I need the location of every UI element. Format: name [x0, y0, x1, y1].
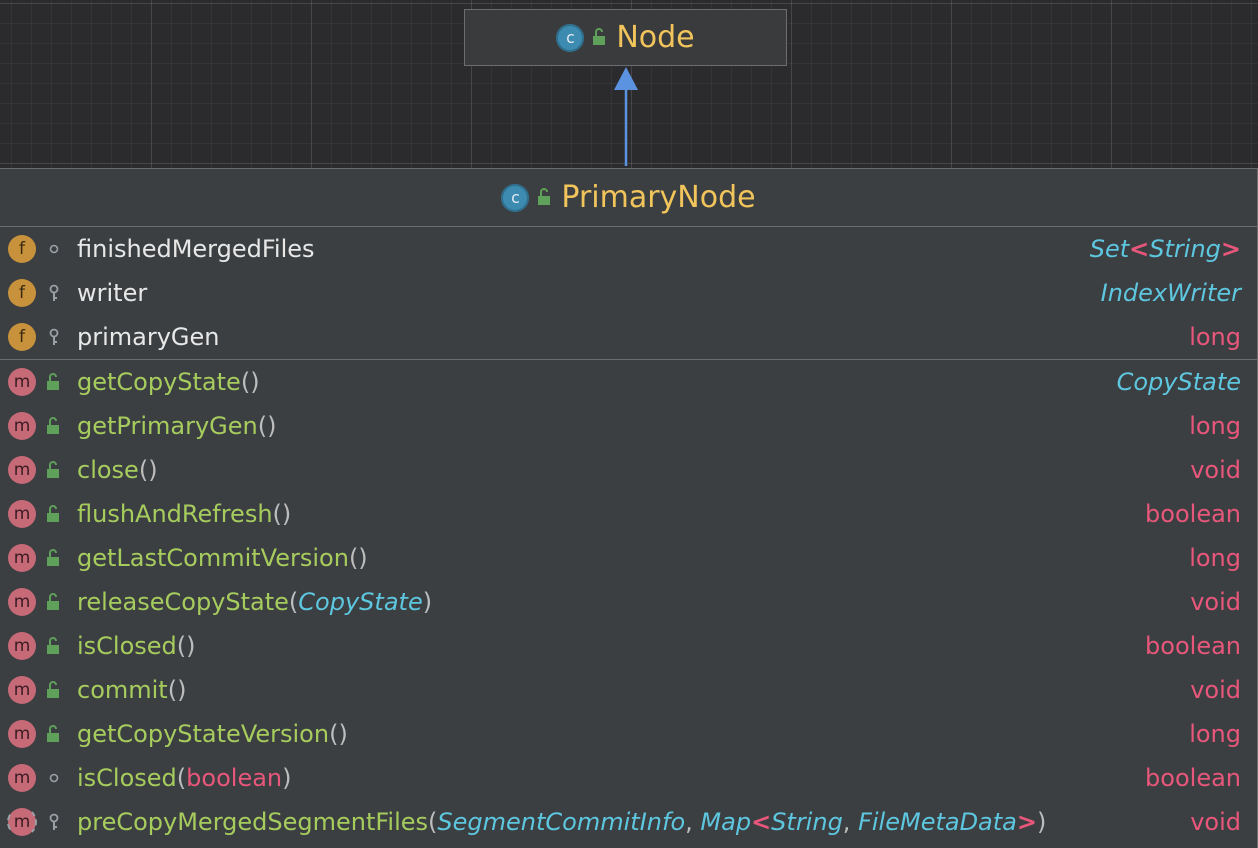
public-lock-icon	[44, 372, 64, 392]
method-row[interactable]: m releaseCopyState(CopyState) void	[0, 580, 1257, 624]
public-lock-icon	[44, 724, 64, 744]
method-return-type: void	[1190, 676, 1241, 704]
method-icon: m	[8, 500, 36, 528]
method-return-type: CopyState	[1116, 368, 1241, 396]
field-name: finishedMergedFiles	[77, 235, 315, 263]
public-lock-icon	[538, 187, 551, 205]
method-signature: isClosed(boolean)	[77, 764, 292, 792]
public-lock-icon	[593, 27, 606, 45]
method-icon: m	[8, 368, 36, 396]
field-name: primaryGen	[77, 323, 220, 351]
package-visibility-icon	[44, 768, 64, 788]
method-icon: m	[8, 632, 36, 660]
method-row[interactable]: m getCopyStateVersion() long	[0, 712, 1257, 756]
method-signature: close()	[77, 456, 158, 484]
field-type: Set<String>	[1089, 235, 1241, 263]
method-signature: commit()	[77, 676, 187, 704]
method-return-type: long	[1189, 412, 1241, 440]
field-row[interactable]: f writer IndexWriter	[0, 271, 1257, 315]
method-icon: m	[8, 456, 36, 484]
class-name: PrimaryNode	[561, 180, 756, 215]
method-signature: getLastCommitVersion()	[77, 544, 368, 572]
method-return-type: long	[1189, 544, 1241, 572]
private-visibility-icon	[44, 327, 64, 347]
method-return-type: long	[1189, 720, 1241, 748]
method-row[interactable]: m getLastCommitVersion() long	[0, 536, 1257, 580]
method-signature: getCopyState()	[77, 368, 260, 396]
public-lock-icon	[44, 416, 64, 436]
public-lock-icon	[44, 548, 64, 568]
method-row[interactable]: m isClosed(boolean) boolean	[0, 756, 1257, 800]
field-name: writer	[77, 279, 148, 307]
field-type: IndexWriter	[1100, 279, 1241, 307]
public-lock-icon	[44, 680, 64, 700]
class-icon: c	[501, 183, 530, 212]
private-visibility-icon	[44, 283, 64, 303]
field-type: long	[1189, 323, 1241, 351]
fields-methods-divider	[0, 359, 1257, 360]
method-row[interactable]: m getCopyState() CopyState	[0, 360, 1257, 404]
class-icon: c	[556, 23, 585, 52]
method-icon: m	[8, 676, 36, 704]
public-lock-icon	[44, 504, 64, 524]
field-icon: f	[8, 323, 36, 351]
method-icon: m	[7, 807, 37, 837]
private-visibility-icon	[44, 812, 64, 832]
field-row[interactable]: f primaryGen long	[0, 315, 1257, 359]
method-signature: preCopyMergedSegmentFiles(SegmentCommitI…	[77, 808, 1047, 836]
method-signature: getPrimaryGen()	[77, 412, 277, 440]
public-lock-icon	[44, 592, 64, 612]
method-return-type: void	[1190, 588, 1241, 616]
method-row[interactable]: m close() void	[0, 448, 1257, 492]
method-return-type: void	[1190, 456, 1241, 484]
field-icon: f	[8, 235, 36, 263]
method-row[interactable]: m getPrimaryGen() long	[0, 404, 1257, 448]
field-row[interactable]: f finishedMergedFiles Set<String>	[0, 227, 1257, 271]
class-box-primarynode[interactable]: c PrimaryNode f finishedMergedFiles Set<…	[0, 168, 1258, 848]
method-signature: getCopyStateVersion()	[77, 720, 348, 748]
method-return-type: boolean	[1145, 764, 1241, 792]
method-return-type: void	[1190, 808, 1241, 836]
method-row[interactable]: m preCopyMergedSegmentFiles(SegmentCommi…	[0, 800, 1257, 844]
field-icon: f	[8, 279, 36, 307]
parent-class-name: Node	[616, 20, 695, 55]
method-row[interactable]: m flushAndRefresh() boolean	[0, 492, 1257, 536]
parent-class-node[interactable]: c Node	[464, 9, 787, 66]
method-row[interactable]: m commit() void	[0, 668, 1257, 712]
method-signature: isClosed()	[77, 632, 196, 660]
method-icon: m	[8, 720, 36, 748]
method-row[interactable]: m isClosed() boolean	[0, 624, 1257, 668]
method-icon: m	[8, 544, 36, 572]
public-lock-icon	[44, 636, 64, 656]
method-signature: releaseCopyState(CopyState)	[77, 588, 433, 616]
package-visibility-icon	[44, 239, 64, 259]
inheritance-arrowhead	[614, 67, 638, 90]
public-lock-icon	[44, 460, 64, 480]
method-return-type: boolean	[1145, 500, 1241, 528]
method-icon: m	[8, 412, 36, 440]
method-icon: m	[8, 764, 36, 792]
method-icon: m	[8, 588, 36, 616]
class-header: c PrimaryNode	[0, 169, 1257, 227]
method-signature: flushAndRefresh()	[77, 500, 292, 528]
method-return-type: boolean	[1145, 632, 1241, 660]
